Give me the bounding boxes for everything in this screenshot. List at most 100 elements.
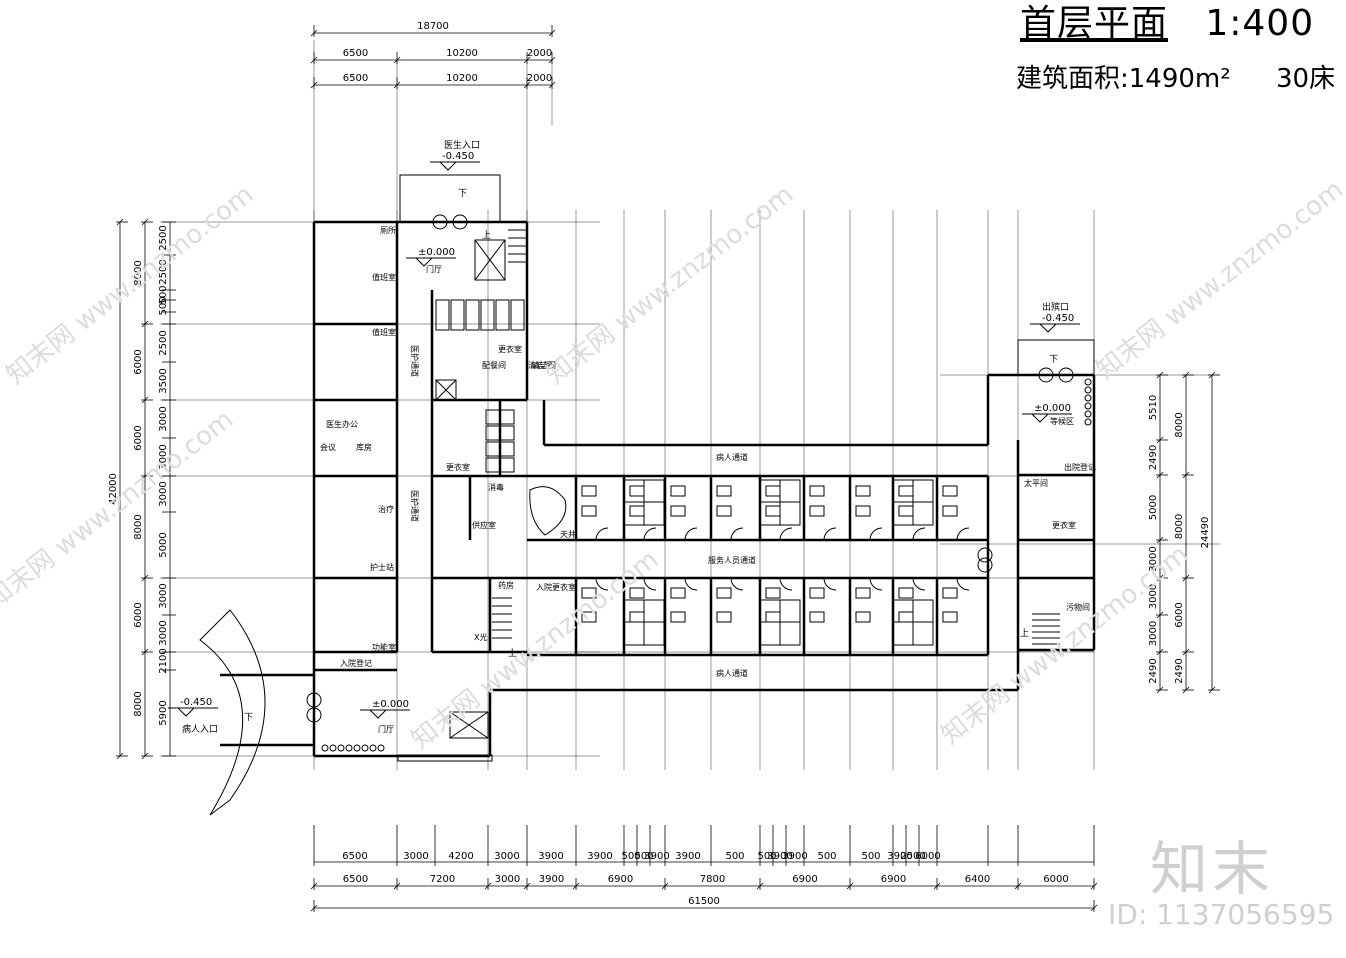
room-label-treatment: 治疗 (378, 504, 394, 514)
room-label-lobby: 门厅 (426, 264, 442, 274)
planter (353, 744, 361, 752)
bed (581, 587, 597, 599)
dim-bottom-row1: 500 (725, 851, 744, 862)
dim-left-inner: 3000 (158, 620, 169, 645)
planter (1084, 418, 1092, 426)
dim-tick (141, 472, 149, 480)
bed (716, 587, 732, 599)
dim-left-inner: 2500 (158, 225, 169, 250)
toilet-stall (510, 299, 525, 331)
dim-tick (141, 320, 149, 328)
room-label-mortuary: 太平间 (1024, 478, 1048, 488)
stair-up-label: 上 (482, 230, 491, 241)
toilet-stall (495, 299, 510, 331)
dim-right-outer: 6000 (1174, 602, 1185, 627)
stair-down-label: 下 (1049, 355, 1058, 365)
dim-bottom-row2: 6500 (343, 874, 368, 885)
door-swing (595, 577, 609, 591)
dim-tick (1156, 471, 1164, 479)
dim-tick (846, 882, 854, 890)
dim-left-inner: 2100 (158, 648, 169, 673)
level-triangle (176, 707, 196, 717)
dim-tick (1090, 882, 1098, 890)
room-label-changing: 更衣室 (498, 344, 522, 354)
bed (670, 505, 686, 517)
room-label-patient-corridor: 病人通道 (716, 452, 748, 462)
stair-down-label: 下 (244, 713, 253, 723)
dim-tick (1208, 686, 1216, 694)
dim-tick (310, 882, 318, 890)
dim-tick (310, 56, 318, 64)
bed (765, 587, 781, 599)
bed (942, 505, 958, 517)
dim-tick (1208, 371, 1216, 379)
dim-bottom-row2: 6400 (965, 874, 990, 885)
dim-right-inner: 5510 (1148, 395, 1159, 420)
door-swing (684, 527, 698, 541)
dim-bottom-row1: 500 (634, 851, 653, 862)
bed (942, 485, 958, 497)
dim-tick (141, 396, 149, 404)
atrium-plant (529, 486, 567, 536)
stair-up-label: 上 (1020, 628, 1029, 639)
doctor-entry-label: 医生入口 (444, 139, 480, 151)
room-label-toilet: 厕所 (380, 225, 396, 235)
dim-bottom-row2: 7800 (700, 874, 725, 885)
bed (765, 611, 781, 623)
dim-left-inner: 2500 (158, 330, 169, 355)
room-label-duty2: 值班室 (372, 327, 396, 337)
dim-left-outer: 6000 (133, 425, 144, 450)
room-label-supply: 供应室 (472, 520, 496, 530)
bed (855, 587, 871, 599)
door-swing (823, 527, 837, 541)
planter (321, 744, 329, 752)
door-swing (779, 577, 793, 591)
dim-tick (393, 81, 401, 89)
door-swing (956, 527, 970, 541)
bed (809, 611, 825, 623)
doctor-entry-level: -0.450 (442, 151, 474, 162)
bed (765, 485, 781, 497)
bed (898, 611, 914, 623)
dim-left-outer: 6000 (133, 602, 144, 627)
elevator (474, 239, 506, 281)
dim-right-inner: 2490 (1148, 658, 1159, 683)
dim-bottom-row2: 3900 (539, 874, 564, 885)
planter (337, 744, 345, 752)
planter (329, 744, 337, 752)
room-label-changing3: 更衣室 (1052, 520, 1076, 530)
building-area: 建筑面积:1490m² (1016, 64, 1231, 94)
room-label-cleaning2: 清洁间 (532, 360, 556, 370)
dim-bottom-row1: 3900 (782, 851, 807, 862)
dim-top-total: 18700 (417, 21, 449, 32)
stair-down-label: 下 (458, 189, 467, 199)
dim-bottom-row1: 3900 (644, 851, 669, 862)
bed (809, 587, 825, 599)
room-label-meeting: 会议 (320, 442, 336, 452)
dim-bottom-row1: 500 (817, 851, 836, 862)
room-label-dirty: 污物间 (1066, 602, 1090, 612)
door-swing (730, 577, 744, 591)
dim-right-inner: 5000 (1148, 495, 1159, 520)
planter (345, 744, 353, 752)
dim-bottom-row1: 3900 (767, 851, 792, 862)
level-triangle (438, 161, 458, 171)
dim-left-outer: 8000 (133, 260, 144, 285)
bed (855, 611, 871, 623)
dim-bottom-row2: 6900 (792, 874, 817, 885)
dim-tick (1156, 574, 1164, 582)
room-label-patient-change: 入院更衣室 (536, 582, 576, 592)
watermark-text: 知末网 www.znzmo.com (406, 545, 664, 756)
bed (581, 485, 597, 497)
dim-tick (1156, 436, 1164, 444)
door-swing (912, 527, 926, 541)
dim-right-inner: 3000 (1148, 546, 1159, 571)
dim-tick (1156, 371, 1164, 379)
elevator (449, 711, 489, 739)
planter (1084, 402, 1092, 410)
dim-tick (548, 81, 556, 89)
dim-left-inner: 2500 (158, 259, 169, 284)
bed (855, 505, 871, 517)
dim-tick (141, 218, 149, 226)
